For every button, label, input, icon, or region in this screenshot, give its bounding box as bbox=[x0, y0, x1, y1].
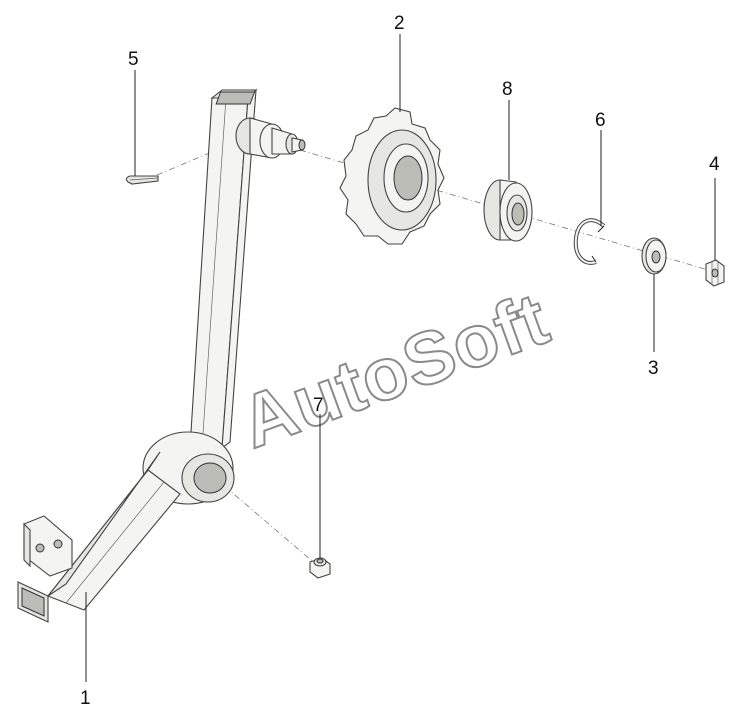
arm-assembly bbox=[17, 88, 306, 623]
callout-2: 2 bbox=[394, 13, 405, 34]
callout-3: 3 bbox=[648, 358, 659, 379]
callout-5: 5 bbox=[128, 49, 139, 70]
grease-nipple bbox=[309, 557, 331, 579]
callout-7: 7 bbox=[313, 395, 324, 416]
castle-nut bbox=[705, 259, 725, 287]
callout-8: 8 bbox=[502, 79, 513, 100]
callout-1: 1 bbox=[80, 688, 91, 709]
assembly-axis-fitting bbox=[214, 477, 319, 567]
watermark: AutoSoft bbox=[229, 275, 560, 465]
assembly-axis-pin bbox=[144, 137, 246, 181]
washer bbox=[641, 237, 667, 275]
callout-6: 6 bbox=[595, 110, 606, 131]
callout-4: 4 bbox=[709, 154, 720, 175]
watermark-text: AutoSoft bbox=[230, 276, 559, 464]
bearing bbox=[483, 179, 533, 242]
retaining-ring bbox=[573, 218, 606, 265]
cotter-pin bbox=[125, 175, 159, 185]
sprocket bbox=[339, 107, 445, 245]
